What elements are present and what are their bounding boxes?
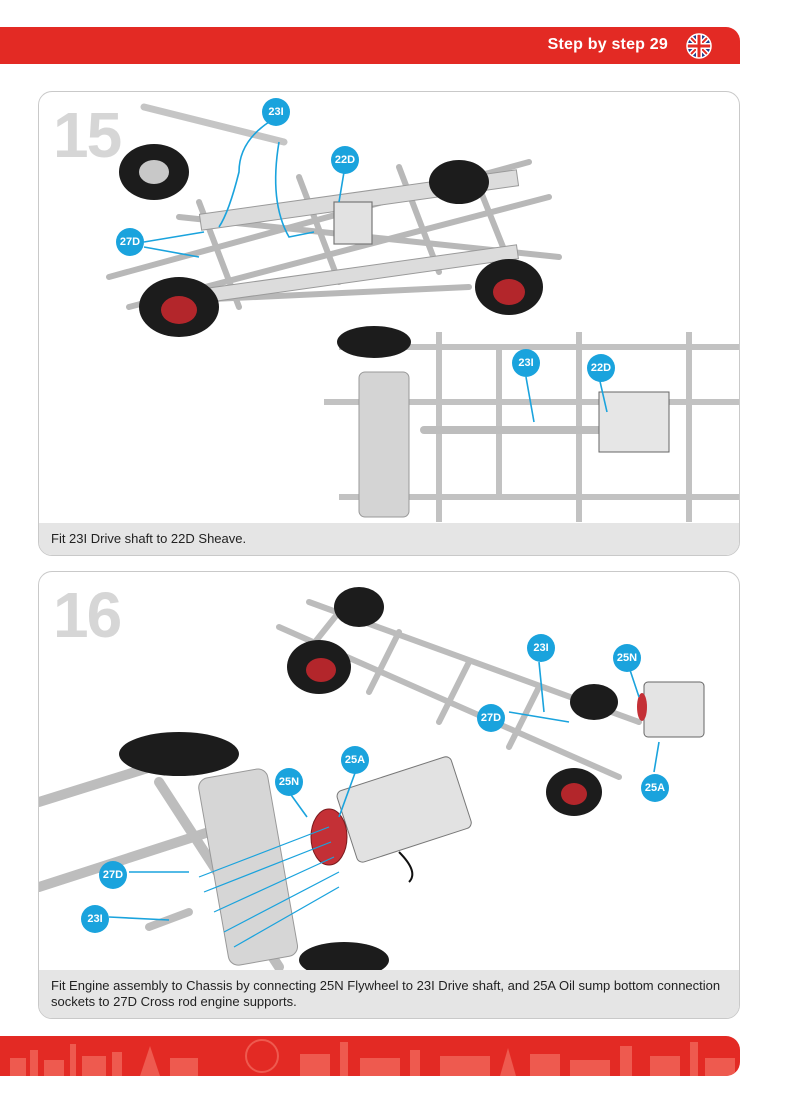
callout-25a: 25A: [341, 746, 369, 774]
step-16-panel: 16: [38, 571, 740, 1019]
page-title: Step by step 29: [548, 36, 668, 54]
chassis-illustration: [39, 92, 740, 525]
step-caption: Fit 23I Drive shaft to 22D Sheave.: [39, 523, 739, 555]
header-gap: [740, 27, 800, 64]
uk-flag-icon: [686, 33, 712, 59]
callout-27d: 27D: [99, 861, 127, 889]
callout-25n: 25N: [275, 768, 303, 796]
step-15-panel: 15: [38, 91, 740, 556]
step-caption: Fit Engine assembly to Chassis by connec…: [39, 970, 739, 1018]
callout-23i: 23I: [262, 98, 290, 126]
callout-27d: 27D: [477, 704, 505, 732]
callout-25a: 25A: [641, 774, 669, 802]
callout-22d: 22D: [587, 354, 615, 382]
footer-gap: [740, 1036, 800, 1076]
header-bar: Step by step 29: [0, 27, 740, 64]
engine-chassis-illustration: [39, 572, 740, 972]
footer-bar: [0, 1036, 740, 1076]
callout-23i: 23I: [512, 349, 540, 377]
callout-25n: 25N: [613, 644, 641, 672]
callout-23i: 23I: [527, 634, 555, 662]
callout-23i: 23I: [81, 905, 109, 933]
callout-27d: 27D: [116, 228, 144, 256]
callout-22d: 22D: [331, 146, 359, 174]
london-skyline-icon: [0, 1036, 740, 1076]
